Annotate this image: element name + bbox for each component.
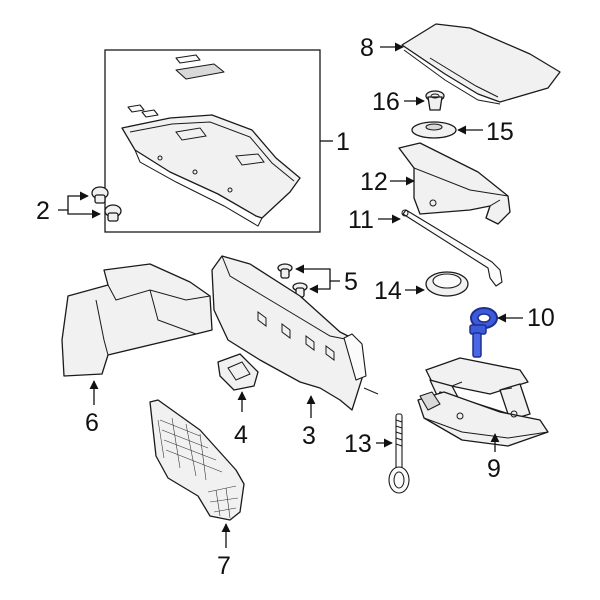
callout-15: 15 <box>486 118 514 146</box>
trim-bracket[interactable] <box>217 353 259 391</box>
grommet[interactable] <box>425 90 445 111</box>
cargo-net-frame <box>149 399 245 521</box>
jack-crank-eye <box>419 391 441 411</box>
side-trim-recess <box>95 299 109 356</box>
leader-5b <box>309 281 331 294</box>
callout-7: 7 <box>217 552 231 580</box>
bolt-shank <box>472 332 482 358</box>
rear-trim-slot-2 <box>281 323 291 339</box>
hook-bolt-eye-inner <box>393 471 405 489</box>
push-clip-lower <box>104 204 122 222</box>
tool-bag-strap <box>485 199 501 219</box>
hook-bolt[interactable] <box>388 413 410 494</box>
callout-14: 14 <box>374 277 402 305</box>
tray-clip-a <box>127 104 145 113</box>
rear-trim-tab <box>363 387 379 395</box>
leader-2 <box>58 191 89 211</box>
callout-5: 5 <box>344 268 358 296</box>
cargo-net-mesh-upper <box>157 417 223 481</box>
trunk-mat-front-edge <box>429 57 499 98</box>
callout-10: 10 <box>527 304 555 332</box>
rear-trim-flange <box>343 333 367 381</box>
tray-hole-2 <box>192 169 198 175</box>
push-clips[interactable] <box>91 186 122 222</box>
tray-inner-edge <box>129 121 295 182</box>
jack-base-edge <box>423 417 549 439</box>
side-trim-panel[interactable] <box>61 263 213 377</box>
trim-clip-upper <box>277 263 293 279</box>
callout-11: 11 <box>348 206 374 234</box>
tool-bag-flap <box>398 147 509 197</box>
rear-trim-slot-4 <box>325 345 335 361</box>
cargo-net-mesh-lower <box>207 485 239 519</box>
tray-hole-1 <box>157 155 163 161</box>
leader-2b <box>67 209 101 219</box>
jack-handle-rod <box>402 209 503 287</box>
side-trim-body <box>61 263 213 377</box>
tray-clip-b <box>141 109 159 118</box>
trunk-mat-fold <box>403 49 501 105</box>
tray-speaker-right <box>235 153 265 166</box>
tray-lower-edge <box>134 149 263 227</box>
jack-bolt-highlighted[interactable] <box>469 307 498 358</box>
trunk-mat[interactable] <box>401 23 561 105</box>
push-clip-upper <box>91 186 109 204</box>
trim-clip-lower <box>292 282 308 298</box>
spare-hold-down[interactable] <box>411 121 457 139</box>
cargo-net[interactable] <box>149 399 245 521</box>
tray-pad-small <box>175 54 201 64</box>
callout-6: 6 <box>85 409 99 437</box>
rear-trim-slot-1 <box>257 311 267 327</box>
callout-16: 16 <box>372 88 400 116</box>
rear-trim-slot-3 <box>305 335 315 351</box>
callout-12: 12 <box>360 168 388 196</box>
tray-speaker-left <box>175 127 207 141</box>
bolt-wing-hole <box>477 313 491 323</box>
jack-handle-end <box>401 209 409 217</box>
tool-bag[interactable] <box>398 142 511 225</box>
tray-pad-large <box>175 63 225 80</box>
callout-1: 1 <box>336 128 350 156</box>
side-trim-pocket <box>149 289 197 335</box>
tool-bag-snap <box>429 199 437 207</box>
jack-handle[interactable] <box>401 209 503 287</box>
callout-4: 4 <box>234 421 248 449</box>
package-tray-panel <box>121 114 301 219</box>
callout-8: 8 <box>360 34 374 62</box>
hook-bolt-eye <box>388 466 410 494</box>
leader-5 <box>295 264 340 282</box>
rear-trim-top-edge <box>221 255 361 343</box>
hook-bolt-thread <box>395 419 403 447</box>
rear-trim-body <box>211 255 365 411</box>
rear-trim-panel[interactable] <box>211 255 379 411</box>
trim-clips[interactable] <box>277 263 308 298</box>
package-tray-assembly[interactable] <box>104 49 321 233</box>
jack-pivot-1 <box>456 412 464 420</box>
trunk-mat-body <box>401 23 561 103</box>
tray-hole-3 <box>227 187 233 193</box>
callout-9: 9 <box>487 455 501 483</box>
hook-bolt-shaft <box>395 413 403 471</box>
callout-2: 2 <box>36 197 50 225</box>
jack-arm-right <box>499 383 531 421</box>
jack-pivot-2 <box>510 410 518 418</box>
scissor-jack[interactable] <box>417 357 549 447</box>
rubber-plug[interactable] <box>425 271 469 297</box>
callout-3: 3 <box>302 422 316 450</box>
jack-hinge-1 <box>451 381 513 391</box>
callout-13: 13 <box>344 430 372 458</box>
